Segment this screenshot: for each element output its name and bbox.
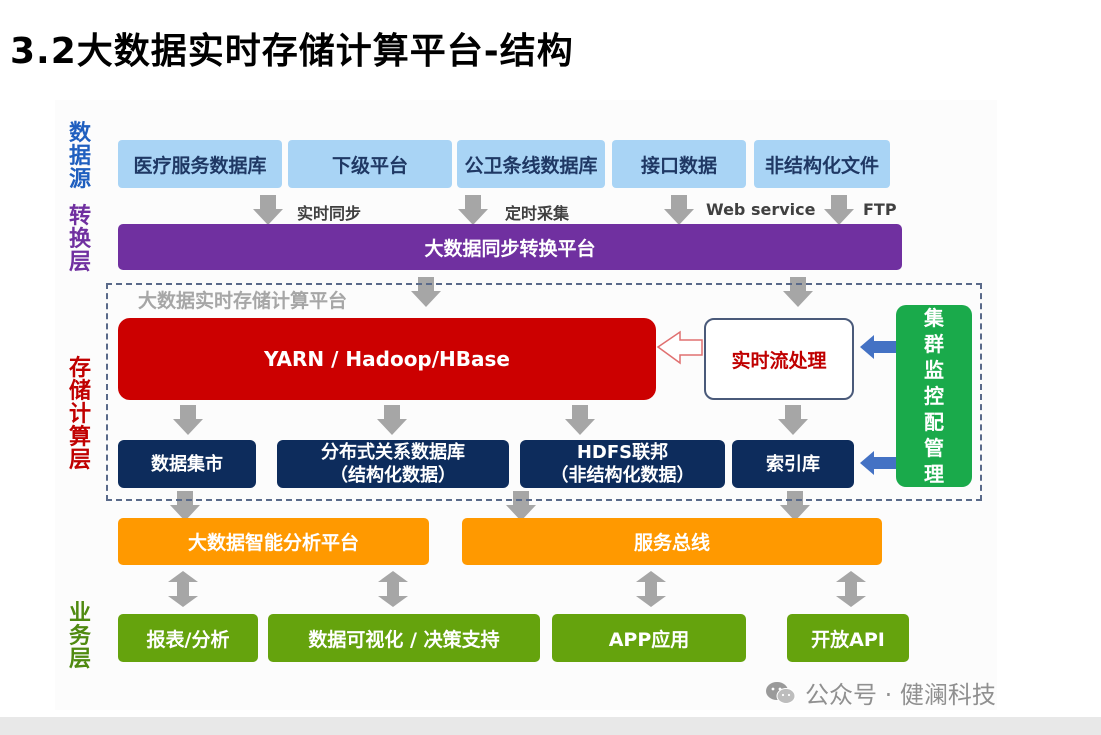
stream-processing: 实时流处理 [704, 318, 854, 400]
app-report-analysis: 报表/分析 [118, 614, 258, 662]
arrow-down [824, 195, 854, 225]
wechat-icon [766, 681, 796, 704]
arrow-down [664, 195, 694, 225]
analytics-platform: 大数据智能分析平台 [118, 518, 429, 565]
page-title: 3.2大数据实时存储计算平台-结构 [10, 31, 574, 72]
store-distributed-rdb-line2: （结构化数据） [330, 465, 456, 486]
watermark: 公众号 · 健澜科技 [765, 675, 996, 710]
bottom-bar [0, 717, 1101, 735]
arrow-up-down [636, 571, 666, 607]
source-interface-data: 接口数据 [612, 140, 746, 188]
arrow-down [458, 195, 488, 225]
layer-label-convert: 转换层 [68, 204, 91, 275]
store-distributed-rdb-line1: 分布式关系数据库 [321, 442, 465, 463]
arrow-left-hollow [656, 330, 703, 365]
arrow-up-down [836, 571, 866, 607]
layer-label-storage: 存储计算层 [68, 356, 91, 473]
app-open-api: 开放API [787, 614, 909, 662]
source-unstructured-files: 非结构化文件 [754, 140, 890, 188]
app-mobile: APP应用 [552, 614, 746, 662]
store-data-mart: 数据集市 [118, 440, 256, 488]
store-distributed-rdb: 分布式关系数据库 （结构化数据） [277, 440, 509, 488]
service-bus: 服务总线 [462, 518, 882, 565]
source-medical-db: 医疗服务数据库 [118, 140, 282, 188]
cluster-monitor: 集群监控配管理 [896, 305, 972, 487]
arrow-left-blue [860, 335, 896, 359]
app-visualization-decision: 数据可视化 / 决策支持 [268, 614, 540, 662]
arrow-left-blue [860, 451, 896, 475]
store-hdfs-line2: （非结构化数据） [550, 465, 695, 486]
label-ftp: FTP [863, 200, 897, 219]
store-index: 索引库 [732, 440, 854, 488]
arrow-up-down [378, 571, 408, 607]
arrow-down [253, 195, 283, 225]
layer-label-source: 数据源 [68, 121, 91, 192]
label-web-service: Web service [706, 200, 816, 219]
source-lower-platform: 下级平台 [288, 140, 452, 188]
label-scheduled: 定时采集 [505, 204, 570, 223]
storage-platform-label: 大数据实时存储计算平台 [138, 290, 348, 312]
arrow-up-down [168, 571, 198, 607]
label-realtime-sync: 实时同步 [297, 204, 362, 223]
storage-platform-region [106, 283, 982, 501]
watermark-text: 公众号 · 健澜科技 [805, 681, 996, 709]
layer-label-business: 业务层 [68, 601, 91, 672]
yarn-hadoop-hbase: YARN / Hadoop/HBase [118, 318, 656, 400]
source-public-health-db: 公卫条线数据库 [457, 140, 605, 188]
conversion-platform: 大数据同步转换平台 [118, 224, 902, 270]
store-hdfs-line1: HDFS联邦 [576, 442, 669, 463]
store-hdfs-federation: HDFS联邦 （非结构化数据） [520, 440, 725, 488]
